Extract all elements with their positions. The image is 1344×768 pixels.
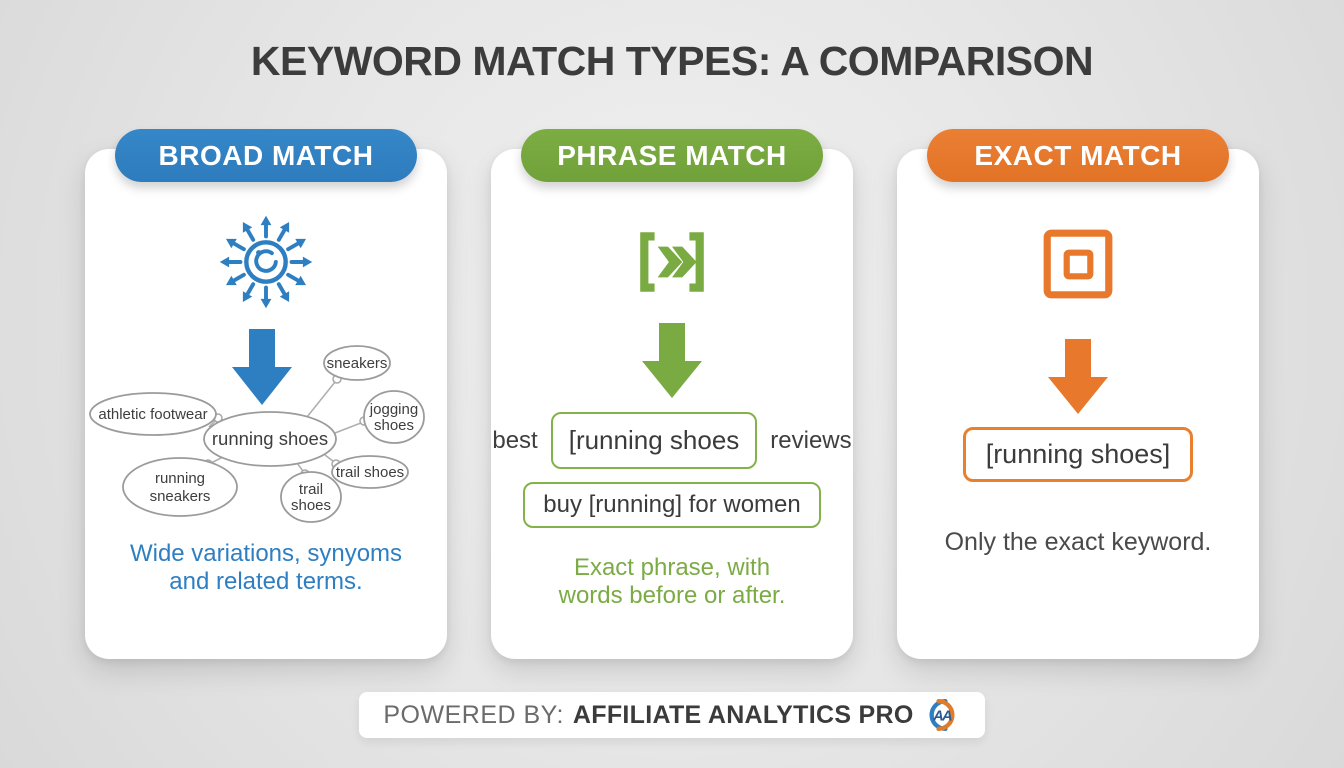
- page-title: KEYWORD MATCH TYPES: A COMPARISON: [250, 38, 1094, 84]
- down-arrow-icon: [232, 329, 292, 405]
- footer-bar: POWERED BY: AFFILIATE ANALYTICS PRO AA: [359, 692, 985, 738]
- nested-squares-icon: [1038, 225, 1118, 303]
- down-arrow-icon: [641, 323, 703, 399]
- exact-match-card: EXACT MATCH [running shoes] Only the exa…: [897, 129, 1259, 659]
- bubble-running-sneakers-line2: sneakers: [150, 488, 211, 505]
- phrase-description: Exact phrase, with words before or after…: [559, 554, 786, 611]
- logo-letters: AA: [932, 709, 952, 725]
- phrase-keyword-box: [running shoes: [550, 412, 758, 469]
- keyword-bubble-map: athletic footwear sneakers jogging shoes…: [89, 329, 425, 523]
- bubble-jogging-shoes-line1: jogging: [369, 401, 418, 418]
- phrase-example-row: best [running shoes reviews: [492, 412, 852, 469]
- affiliate-analytics-logo-icon: AA: [923, 697, 961, 733]
- bubble-trail-shoes-right: trail shoes: [336, 464, 404, 481]
- phrase-example-box: buy [running] for women: [523, 482, 821, 528]
- broad-description-line2: and related terms.: [169, 568, 363, 596]
- bubble-trail-shoes-bottom-line2: shoes: [291, 497, 331, 514]
- down-arrow-icon: [1047, 339, 1109, 415]
- phrase-word-after: reviews: [770, 426, 852, 454]
- bubble-sneakers: sneakers: [327, 355, 388, 372]
- phrase-match-card: PHRASE MATCH best [running shoes: [491, 129, 853, 659]
- broad-description: Wide variations, synyoms and related ter…: [130, 540, 402, 597]
- exact-keyword-box: [running shoes]: [962, 427, 1194, 482]
- bubble-trail-shoes-bottom-line1: trail: [299, 481, 323, 498]
- exact-description: Only the exact keyword.: [944, 528, 1212, 556]
- bubble-running-sneakers-line1: running: [155, 470, 205, 487]
- cards-container: BROAD MATCH: [0, 129, 1344, 659]
- brand-name: AFFILIATE ANALYTICS PRO: [572, 700, 914, 729]
- broad-description-line1: Wide variations, synyoms: [129, 540, 403, 567]
- phrase-word-before: best: [492, 426, 538, 454]
- bracket-chevrons-icon: [632, 225, 712, 299]
- exact-match-header: EXACT MATCH: [927, 129, 1229, 182]
- bubble-athletic-footwear: athletic footwear: [98, 406, 207, 423]
- bubble-running-shoes-center: running shoes: [212, 428, 328, 449]
- phrase-description-line2: words before or after.: [558, 582, 786, 610]
- phrase-description-line1: Exact phrase, with: [573, 554, 771, 581]
- radiating-arrows-icon: [206, 203, 326, 321]
- powered-by-label: POWERED BY:: [383, 700, 564, 729]
- broad-match-card: BROAD MATCH: [85, 129, 447, 659]
- phrase-match-header: PHRASE MATCH: [521, 129, 823, 182]
- bubble-jogging-shoes-line2: shoes: [374, 417, 414, 434]
- broad-match-header: BROAD MATCH: [115, 129, 417, 182]
